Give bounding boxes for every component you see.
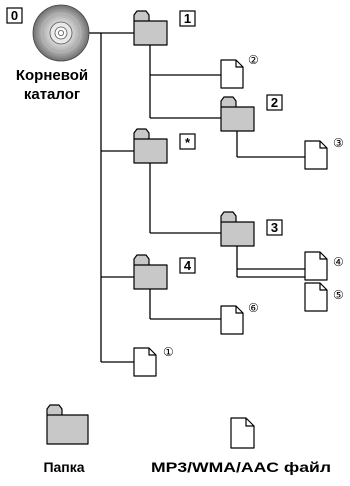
file-icon [220, 59, 244, 89]
folder-icon [133, 254, 168, 290]
folder-number-box [266, 94, 283, 111]
legend: Папка MP3/WMA/AAC файл [43, 404, 331, 475]
folder-2: 2 [220, 94, 283, 132]
folder-1: 1 [133, 10, 196, 46]
file-number: ⑤ [333, 288, 344, 302]
file-6: ⑥ [220, 301, 259, 335]
root-label-line1: Корневой [16, 67, 88, 84]
folder-icon [133, 128, 168, 164]
file-4: ④ [304, 251, 344, 281]
file-number: ① [163, 345, 174, 359]
legend-file: MP3/WMA/AAC файл [151, 417, 331, 475]
folder-icon [220, 211, 255, 247]
file-5: ⑤ [304, 282, 344, 312]
file-1: ① [133, 345, 174, 377]
root-number-box [6, 7, 23, 24]
folder-3: 3 [220, 211, 283, 247]
root-directory: 0 Корневой каталог [6, 4, 90, 103]
folder-number-box [179, 10, 196, 27]
folder-number-box [179, 257, 196, 274]
file-number: ⑥ [248, 301, 259, 315]
file-icon [304, 251, 328, 281]
folder-number-box [266, 219, 283, 236]
file-number: ④ [333, 255, 344, 269]
file-icon [304, 282, 328, 312]
file-icon [220, 305, 244, 335]
folder-asterisk: * [133, 128, 196, 164]
folder-number: 1 [184, 11, 191, 26]
file-3: ③ [304, 136, 344, 170]
root-number: 0 [11, 8, 18, 23]
file-2: ② [220, 53, 259, 89]
file-icon [230, 417, 255, 449]
folder-number: 2 [271, 95, 278, 110]
cd-disc-icon [32, 4, 90, 62]
file-number: ② [248, 53, 259, 67]
folder-4: 4 [133, 254, 196, 290]
file-icon [304, 140, 328, 170]
legend-folder: Папка [43, 404, 89, 475]
folder-number-box [179, 133, 196, 150]
root-label-line2: каталог [24, 86, 80, 103]
file-icon [133, 347, 157, 377]
legend-folder-label: Папка [43, 459, 84, 475]
folder-number: * [185, 135, 191, 150]
folder-icon [133, 10, 168, 46]
folder-icon [220, 96, 255, 132]
folder-icon [46, 404, 89, 445]
folder-number: 3 [271, 220, 278, 235]
file-number: ③ [333, 136, 344, 150]
legend-file-label: MP3/WMA/AAC файл [151, 459, 331, 475]
tree-connectors [88, 32, 305, 363]
folder-number: 4 [184, 258, 192, 273]
